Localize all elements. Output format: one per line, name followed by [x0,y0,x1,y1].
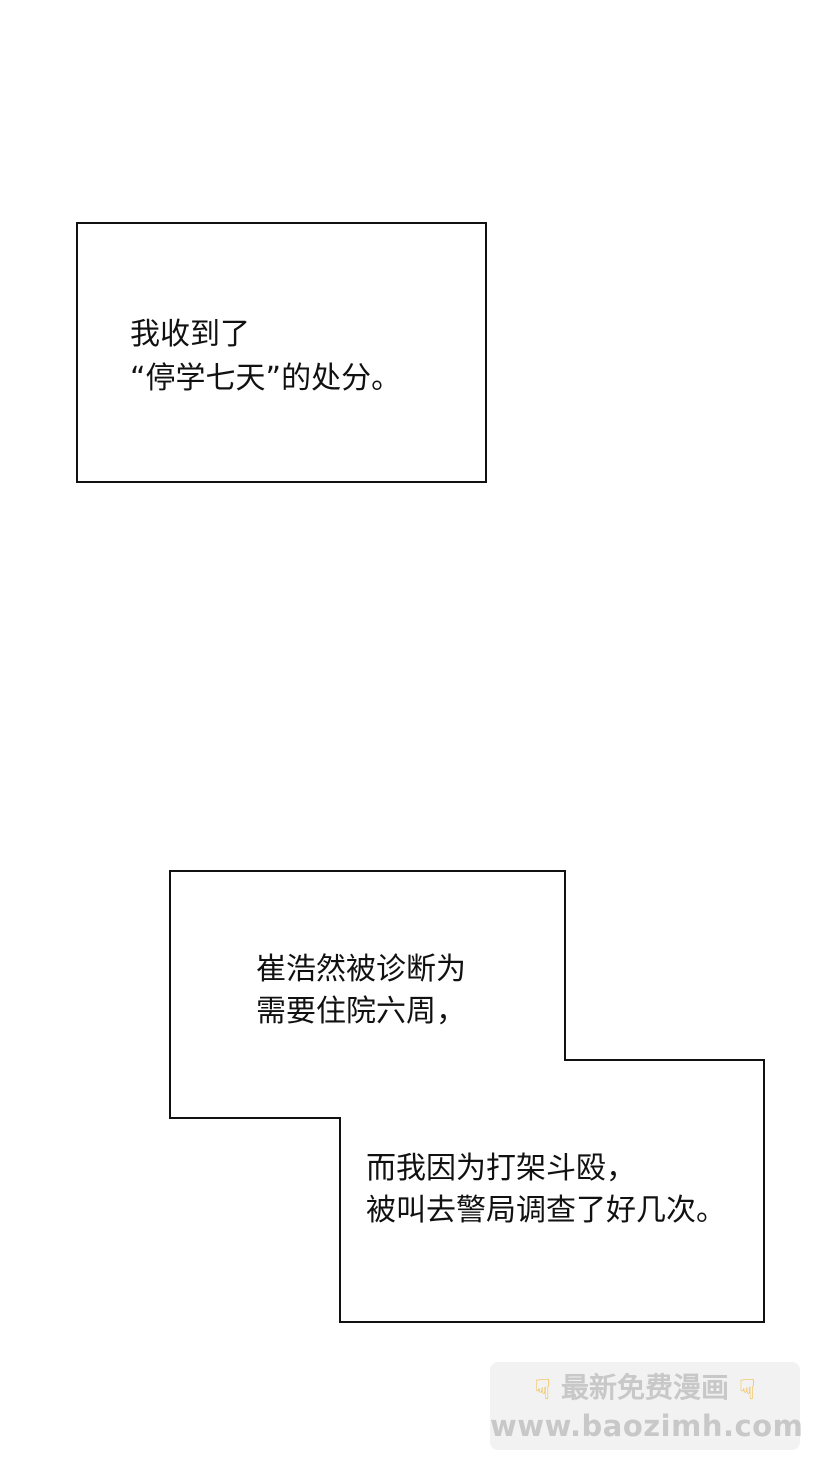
caption-line: 被叫去警局调查了好几次。 [366,1193,726,1228]
watermark-title: 最新免费漫画 [560,1371,729,1404]
watermark-title-row: ☟ 最新免费漫画 ☟ [490,1370,800,1408]
caption-text-lower: 而我因为打架斗殴， 被叫去警局调查了好几次。 [366,1148,726,1232]
pointing-down-hand-icon: ☟ [738,1373,756,1406]
caption-line: “停学七天”的处分。 [130,361,402,396]
caption-text-top: 我收到了 “停学七天”的处分。 [130,313,401,401]
caption-text-upper: 崔浩然被诊断为 需要住院六周， [256,949,466,1033]
caption-box-top [76,222,487,483]
caption-line: 而我因为打架斗殴， [366,1151,636,1186]
caption-line: 需要住院六周， [256,994,466,1029]
caption-line: 我收到了 [130,317,250,352]
watermark-banner[interactable]: ☟ 最新免费漫画 ☟ www.baozimh.com [490,1362,804,1450]
watermark-url[interactable]: www.baozimh.com [490,1409,804,1443]
caption-line: 崔浩然被诊断为 [256,952,466,987]
pointing-down-hand-icon: ☟ [534,1373,552,1406]
